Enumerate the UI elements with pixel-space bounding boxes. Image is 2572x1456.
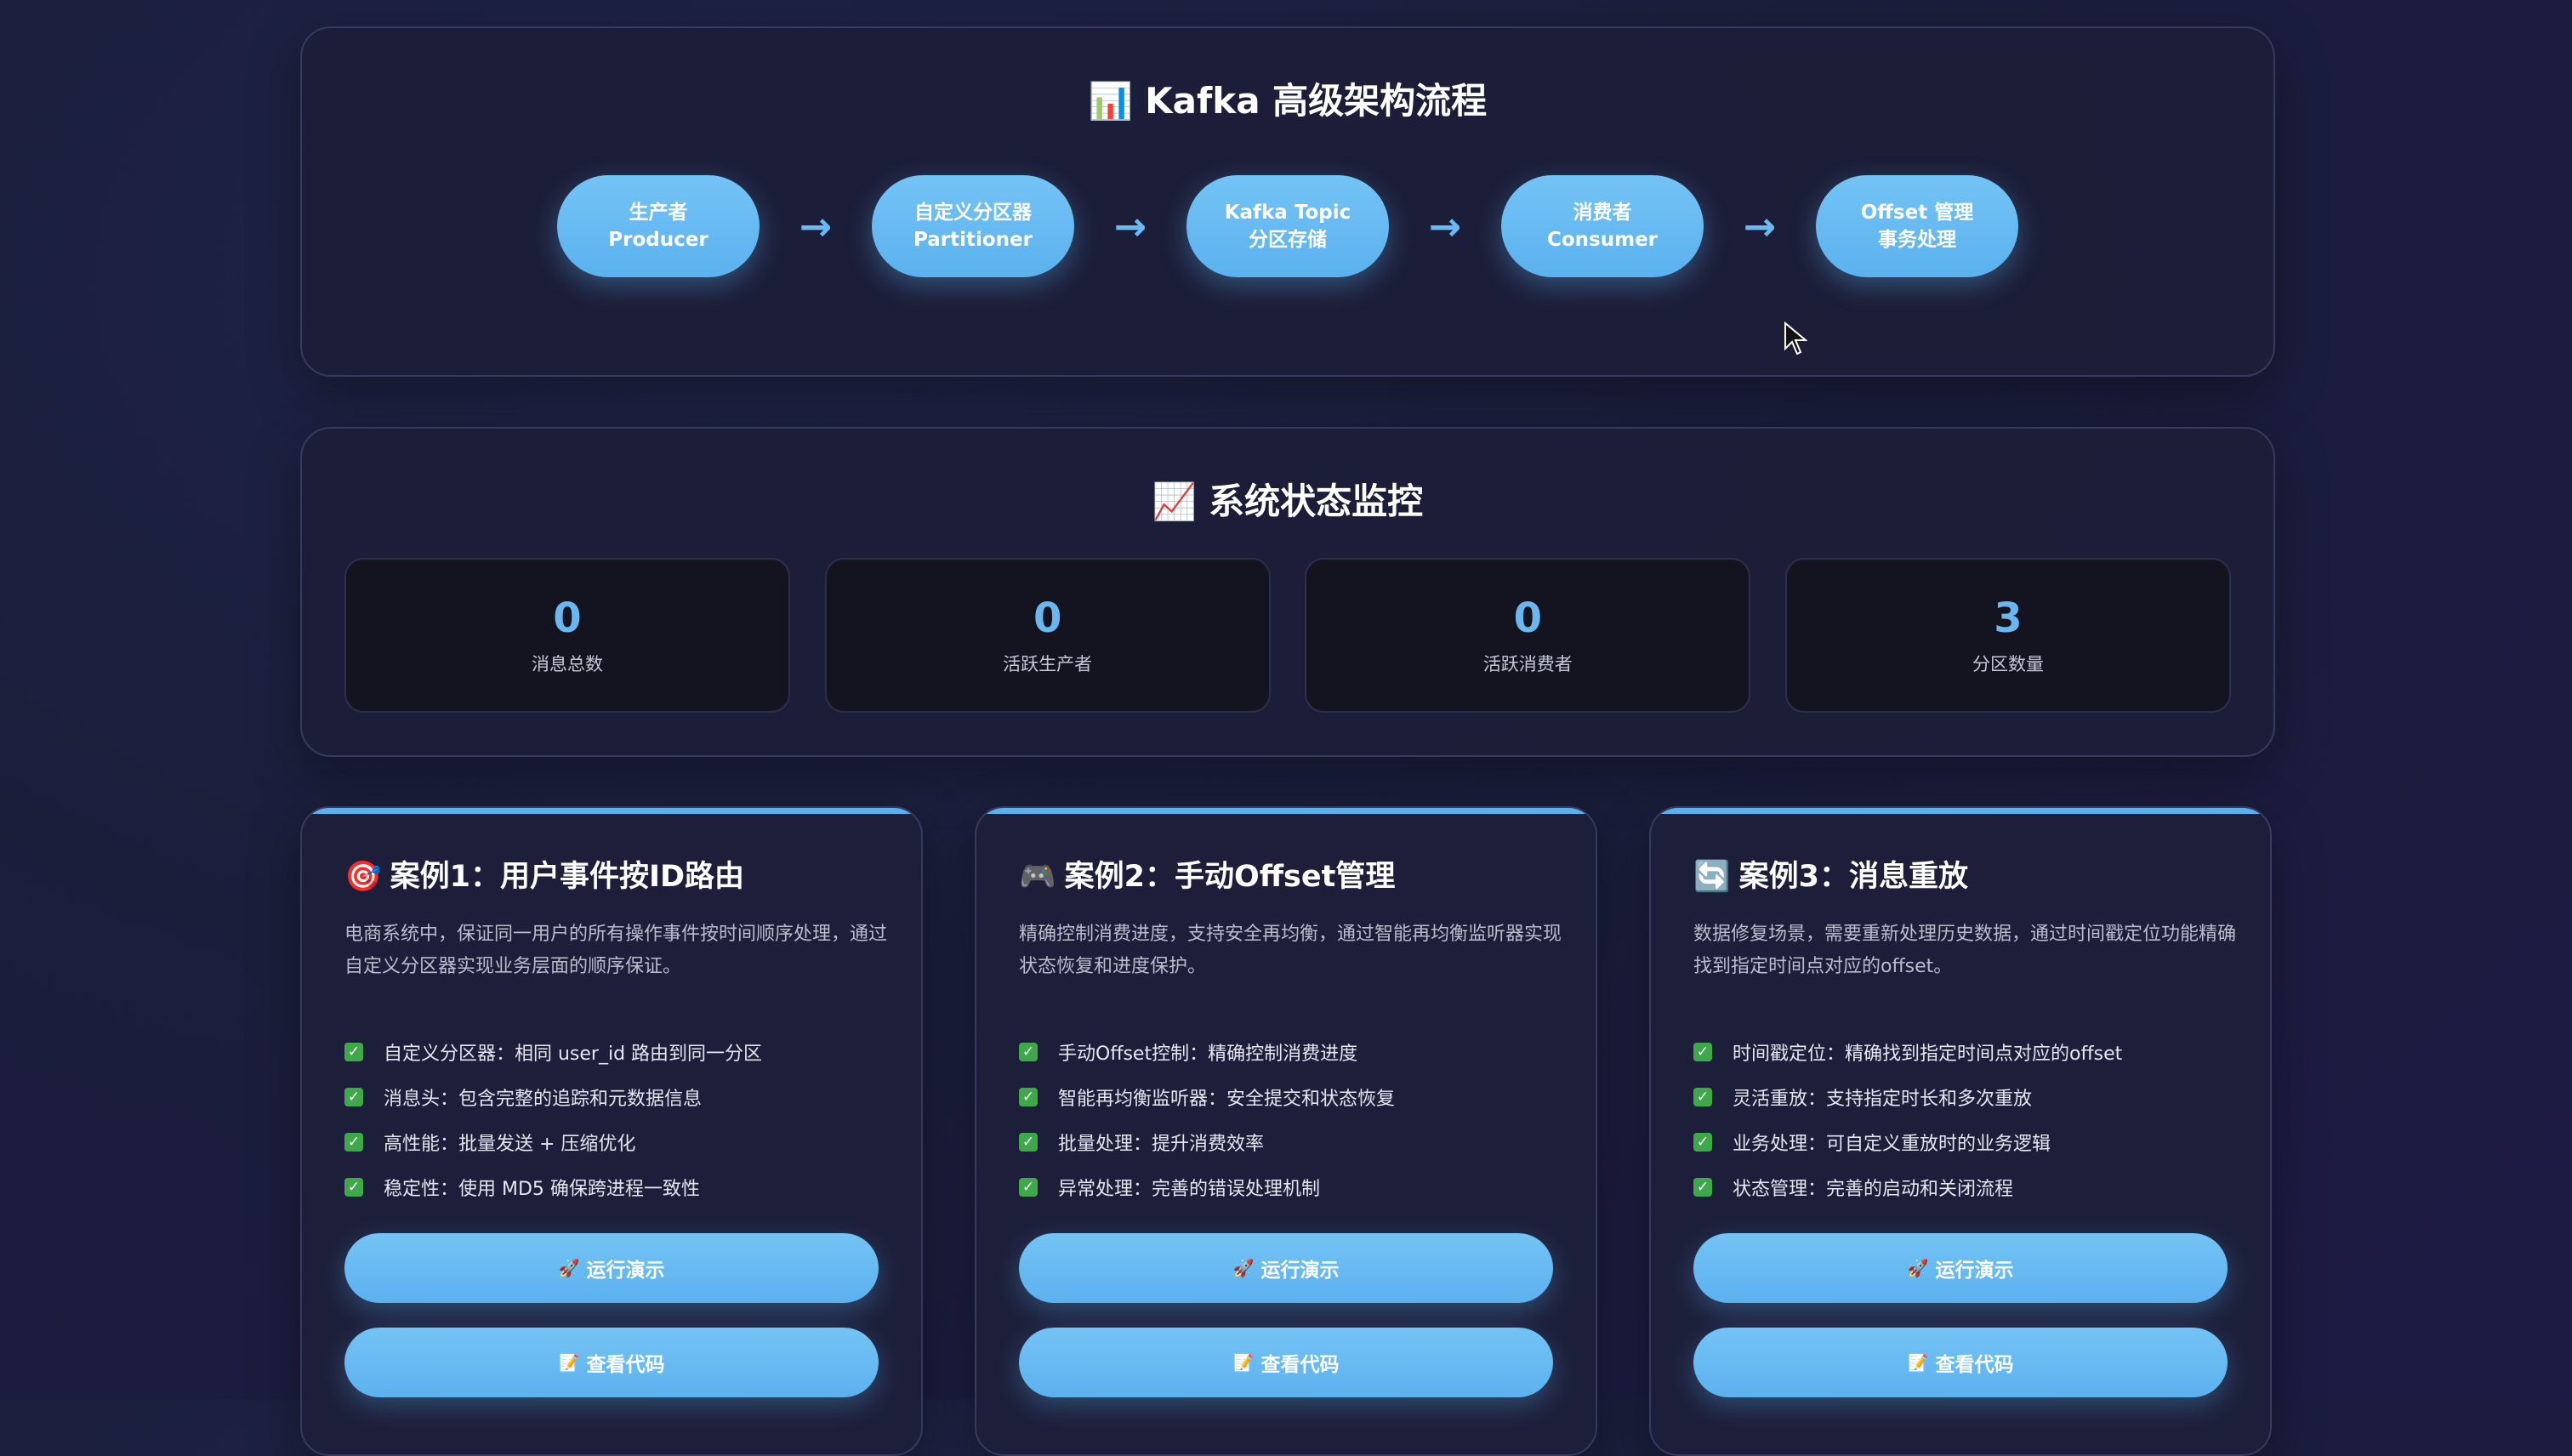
- list-item: ✓时间戳定位：精确找到指定时间点对应的offset: [1693, 1029, 2245, 1074]
- arrow-right-icon: →: [1743, 203, 1777, 249]
- check-icon: ✓: [1019, 1132, 1038, 1152]
- flow-node-producer: 生产者 Producer: [557, 175, 760, 277]
- case-card-3: 🔄案例3：消息重放 数据修复场景，需要重新处理历史数据，通过时间戳定位功能精确找…: [1649, 806, 2272, 1456]
- list-item: ✓灵活重放：支持指定时长和多次重放: [1693, 1074, 2245, 1119]
- view-code-button[interactable]: 📝查看代码: [1693, 1328, 2228, 1397]
- list-item: ✓智能再均衡监听器：安全提交和状态恢复: [1019, 1074, 1570, 1119]
- case-card-2: 🎮案例2：手动Offset管理 精确控制消费进度，支持安全再均衡，通过智能再均衡…: [975, 806, 1597, 1456]
- monitor-panel: 📈系统状态监控 0 消息总数 0 活跃生产者 0 活跃消费者 3 分区数量: [300, 427, 2275, 757]
- flow-node-topic: Kafka Topic 分区存储: [1186, 175, 1389, 277]
- check-icon: ✓: [1693, 1042, 1712, 1061]
- view-code-button[interactable]: 📝查看代码: [1019, 1328, 1553, 1397]
- arrow-right-icon: →: [1113, 203, 1147, 249]
- architecture-panel: 📊Kafka 高级架构流程 生产者 Producer → 自定义分区器 Part…: [300, 26, 2275, 377]
- list-item: ✓高性能：批量发送 + 压缩优化: [344, 1119, 896, 1164]
- check-icon: ✓: [344, 1132, 363, 1152]
- stat-value: 0: [1033, 594, 1062, 642]
- stat-value: 3: [1994, 594, 2023, 642]
- check-icon: ✓: [1693, 1177, 1712, 1197]
- check-icon: ✓: [1019, 1177, 1038, 1197]
- repeat-icon: 🔄: [1693, 860, 1731, 894]
- list-item: ✓状态管理：完善的启动和关闭流程: [1693, 1164, 2245, 1209]
- flow-node-consumer: 消费者 Consumer: [1501, 175, 1704, 277]
- run-demo-button[interactable]: 🚀运行演示: [1693, 1233, 2228, 1303]
- arrow-right-icon: →: [1428, 203, 1462, 249]
- check-icon: ✓: [1693, 1087, 1712, 1106]
- check-icon: ✓: [1019, 1087, 1038, 1106]
- case-description: 数据修复场景，需要重新处理历史数据，通过时间戳定位功能精确找到指定时间点对应的o…: [1693, 924, 2237, 977]
- flow-node-offset: Offset 管理 事务处理: [1816, 175, 2018, 277]
- monitor-title: 📈系统状态监控: [1152, 481, 1424, 522]
- stat-total-messages: 0 消息总数: [344, 558, 790, 713]
- gamepad-icon: 🎮: [1019, 860, 1056, 894]
- list-item: ✓手动Offset控制：精确控制消费进度: [1019, 1029, 1570, 1074]
- bar-chart-icon: 📊: [1088, 80, 1134, 122]
- stats-row: 0 消息总数 0 活跃生产者 0 活跃消费者 3 分区数量: [344, 558, 2231, 713]
- stat-active-consumers: 0 活跃消费者: [1305, 558, 1751, 713]
- check-icon: ✓: [344, 1177, 363, 1197]
- mouse-cursor-icon: [1784, 321, 1807, 355]
- trend-chart-icon: 📈: [1152, 481, 1198, 522]
- rocket-icon: 🚀: [1907, 1259, 1929, 1278]
- target-icon: 🎯: [344, 860, 382, 894]
- feature-list: ✓自定义分区器：相同 user_id 路由到同一分区 ✓消息头：包含完整的追踪和…: [344, 1029, 896, 1209]
- stat-value: 0: [1513, 594, 1543, 642]
- stat-label: 活跃生产者: [1003, 654, 1093, 674]
- check-icon: ✓: [1693, 1132, 1712, 1152]
- case-title: 🔄案例3：消息重放: [1693, 860, 1968, 894]
- stat-label: 消息总数: [532, 654, 603, 674]
- memo-icon: 📝: [1232, 1353, 1255, 1373]
- stat-label: 活跃消费者: [1482, 654, 1573, 674]
- list-item: ✓稳定性：使用 MD5 确保跨进程一致性: [344, 1164, 896, 1209]
- memo-icon: 📝: [558, 1353, 580, 1373]
- case-title: 🎯案例1：用户事件按ID路由: [344, 860, 745, 894]
- stat-partition-count: 3 分区数量: [1784, 558, 2231, 713]
- list-item: ✓批量处理：提升消费效率: [1019, 1119, 1570, 1164]
- case-title: 🎮案例2：手动Offset管理: [1019, 860, 1396, 894]
- case-description: 精确控制消费进度，支持安全再均衡，通过智能再均衡监听器实现状态恢复和进度保护。: [1019, 924, 1562, 977]
- memo-icon: 📝: [1907, 1353, 1929, 1373]
- architecture-flow: 生产者 Producer → 自定义分区器 Partitioner → Kafk…: [302, 175, 2273, 277]
- feature-list: ✓时间戳定位：精确找到指定时间点对应的offset ✓灵活重放：支持指定时长和多…: [1693, 1029, 2245, 1209]
- run-demo-button[interactable]: 🚀运行演示: [344, 1233, 879, 1303]
- case-description: 电商系统中，保证同一用户的所有操作事件按时间顺序处理，通过自定义分区器实现业务层…: [344, 924, 888, 977]
- check-icon: ✓: [344, 1087, 363, 1106]
- list-item: ✓业务处理：可自定义重放时的业务逻辑: [1693, 1119, 2245, 1164]
- arrow-right-icon: →: [799, 203, 833, 249]
- list-item: ✓自定义分区器：相同 user_id 路由到同一分区: [344, 1029, 896, 1074]
- stat-active-producers: 0 活跃生产者: [824, 558, 1271, 713]
- list-item: ✓消息头：包含完整的追踪和元数据信息: [344, 1074, 896, 1119]
- check-icon: ✓: [344, 1042, 363, 1061]
- rocket-icon: 🚀: [558, 1259, 580, 1278]
- check-icon: ✓: [1019, 1042, 1038, 1061]
- stat-value: 0: [553, 594, 582, 642]
- list-item: ✓异常处理：完善的错误处理机制: [1019, 1164, 1570, 1209]
- feature-list: ✓手动Offset控制：精确控制消费进度 ✓智能再均衡监听器：安全提交和状态恢复…: [1019, 1029, 1570, 1209]
- flow-node-partitioner: 自定义分区器 Partitioner: [872, 175, 1074, 277]
- stat-label: 分区数量: [1972, 654, 2044, 674]
- case-card-1: 🎯案例1：用户事件按ID路由 电商系统中，保证同一用户的所有操作事件按时间顺序处…: [300, 806, 923, 1456]
- view-code-button[interactable]: 📝查看代码: [344, 1328, 879, 1397]
- architecture-title: 📊Kafka 高级架构流程: [1088, 80, 1488, 122]
- rocket-icon: 🚀: [1232, 1259, 1255, 1278]
- run-demo-button[interactable]: 🚀运行演示: [1019, 1233, 1553, 1303]
